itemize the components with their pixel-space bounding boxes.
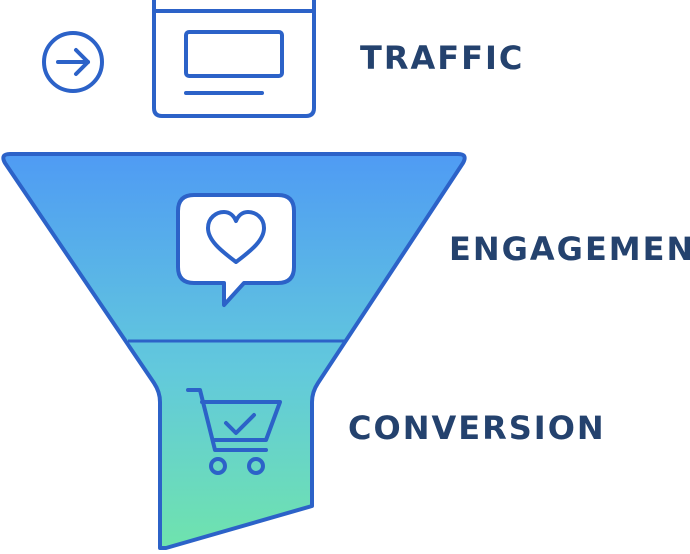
heart-chat-bubble-icon bbox=[176, 193, 296, 307]
shopping-cart-check-icon bbox=[186, 388, 282, 475]
funnel-body bbox=[1, 152, 467, 550]
stage-label-traffic: TRAFFIC bbox=[360, 39, 525, 77]
browser-window-icon bbox=[152, 0, 316, 118]
stage-label-engagement: ENGAGEMENT bbox=[449, 230, 690, 268]
stage-label-conversion: CONVERSION bbox=[348, 409, 606, 447]
arrow-right-circle-icon bbox=[42, 31, 104, 93]
